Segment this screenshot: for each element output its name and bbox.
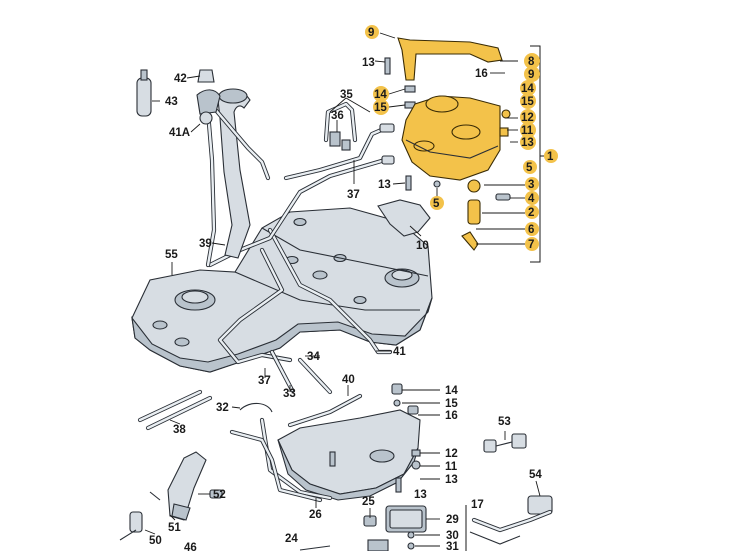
callout-36: 36 <box>331 110 344 122</box>
callout-12-right: 12 <box>521 112 534 124</box>
badge-15-upper: 15 <box>373 99 389 115</box>
rods-lower <box>137 349 363 503</box>
lower-left-parts <box>119 451 223 541</box>
callout-15-right: 15 <box>521 96 534 108</box>
callout-13-mid: 13 <box>378 179 391 191</box>
badge-9-upper: 9 <box>365 25 379 39</box>
callout-46: 46 <box>184 542 197 551</box>
callout-13-lower: 13 <box>445 474 458 486</box>
callout-43: 43 <box>165 96 178 108</box>
callout-30: 30 <box>446 530 459 542</box>
callout-10: 10 <box>416 240 429 252</box>
lower-right-parts <box>299 433 553 551</box>
badge-r11: 11 <box>520 122 536 138</box>
callout-53: 53 <box>498 416 511 428</box>
callout-13-upper: 13 <box>362 57 375 69</box>
callout-41: 41 <box>393 346 406 358</box>
badge-r4: 4 <box>525 191 539 205</box>
callout-52: 52 <box>213 489 226 501</box>
fuel-cap-parts <box>136 69 221 125</box>
badge-5-upper: 5 <box>430 196 444 210</box>
callout-24: 24 <box>285 533 298 545</box>
badge-r3: 3 <box>525 177 539 191</box>
callout-5-upper: 5 <box>433 198 440 210</box>
highlighted-tank <box>397 37 511 251</box>
callout-11-right: 11 <box>521 125 534 137</box>
vent-line-parts <box>283 101 395 181</box>
callout-17: 17 <box>471 499 484 511</box>
callout-7: 7 <box>528 239 534 251</box>
lower-shield <box>259 383 421 501</box>
callout-41a: 41A <box>169 127 190 139</box>
callout-35: 35 <box>340 89 353 101</box>
callout-51: 51 <box>168 522 181 534</box>
callout-31: 31 <box>446 541 459 551</box>
badge-r7: 7 <box>525 237 539 251</box>
callout-12-lower: 12 <box>445 448 458 460</box>
callout-38: 38 <box>173 424 186 436</box>
badge-r5: 5 <box>523 160 537 174</box>
callout-3: 3 <box>528 179 534 191</box>
callout-39: 39 <box>199 238 212 250</box>
callout-11-lower: 11 <box>445 461 458 473</box>
callout-25: 25 <box>362 496 375 508</box>
badge-r9: 9 <box>524 66 540 82</box>
badge-r13: 13 <box>520 134 536 150</box>
callout-2: 2 <box>528 207 534 219</box>
callout-29: 29 <box>446 514 459 526</box>
badge-r12: 12 <box>520 109 536 125</box>
callout-4: 4 <box>528 193 535 205</box>
callout-13-right: 13 <box>521 137 534 149</box>
callout-16-lower: 16 <box>445 410 458 422</box>
badge-r15: 15 <box>520 93 536 109</box>
callout-6: 6 <box>528 224 534 236</box>
badge-r14: 14 <box>520 80 536 96</box>
callout-1: 1 <box>547 151 554 163</box>
callout-34: 34 <box>307 351 320 363</box>
callout-labels: 42 43 41A 35 36 37 13 9 14 15 13 5 10 55… <box>149 25 558 551</box>
callout-14-right: 14 <box>521 83 534 95</box>
callout-42: 42 <box>174 73 187 85</box>
badge-r1: 1 <box>544 149 558 163</box>
callout-8: 8 <box>528 56 535 68</box>
filler-neck <box>205 88 271 268</box>
callout-9-right: 9 <box>528 69 534 81</box>
badge-r2: 2 <box>525 205 539 219</box>
callout-5-right: 5 <box>526 162 533 174</box>
callout-50: 50 <box>149 535 162 547</box>
callout-54: 54 <box>529 469 542 481</box>
heat-shield <box>377 199 431 237</box>
callout-15-lower: 15 <box>445 398 458 410</box>
badge-r8: 8 <box>524 53 540 69</box>
callout-14-upper: 14 <box>374 89 387 101</box>
callout-13-lower-b: 13 <box>414 489 427 501</box>
leader-lines <box>144 32 546 551</box>
callout-37-upper: 37 <box>347 189 360 201</box>
callout-32: 32 <box>216 402 229 414</box>
callout-55: 55 <box>165 249 178 261</box>
badge-14-upper: 14 <box>373 86 389 102</box>
callout-40: 40 <box>342 374 355 386</box>
callout-9-upper: 9 <box>368 27 374 39</box>
badge-r6: 6 <box>525 222 539 236</box>
callout-37-lower: 37 <box>258 375 271 387</box>
callout-15-upper: 15 <box>374 102 387 114</box>
callout-16-upper: 16 <box>475 68 488 80</box>
callout-33: 33 <box>283 388 296 400</box>
callout-26: 26 <box>309 509 322 521</box>
callout-14-lower: 14 <box>445 385 458 397</box>
